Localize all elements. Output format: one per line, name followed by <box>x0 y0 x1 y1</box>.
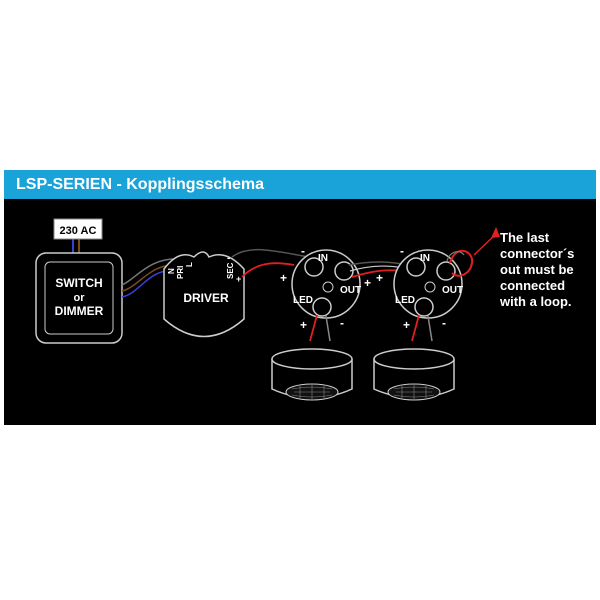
connector-1: IN OUT LED - + + + - <box>280 244 371 332</box>
connector-1-center <box>322 281 334 293</box>
driver-pin-n: N <box>167 268 176 274</box>
note-line-3: out must be <box>500 262 574 277</box>
connector-1-hole-out <box>334 261 354 281</box>
driver-pin-l: L <box>185 262 194 267</box>
wire-driver-conn1-black <box>231 248 310 258</box>
driver-pin-sec: SEC <box>226 262 235 279</box>
connector-1-hole-in <box>304 257 324 277</box>
driver-pin-plus: + <box>236 274 241 284</box>
supply-box <box>53 218 103 240</box>
switch-label-line3: DIMMER <box>55 304 104 318</box>
connector-2-in-plus: + <box>376 271 383 285</box>
wire-conn1-conn2-black <box>348 261 408 266</box>
switch-label-line1: SWITCH <box>55 276 102 290</box>
downlight-2-grid <box>393 384 435 400</box>
wiring-diagram: 230 AC SWITCH or DIMMER DRIVER N PRI L S… <box>35 218 574 401</box>
connector-1-in-label: IN <box>318 253 328 264</box>
driver-pin-minus: - <box>227 253 230 264</box>
downlight-2-top <box>373 348 455 370</box>
wire-conn2-led-red <box>411 314 420 342</box>
downlight-1 <box>271 348 353 401</box>
connector-1-in-minus: - <box>301 244 305 258</box>
note-line-2: connector´s <box>500 246 574 261</box>
connector-1-in-plus: + <box>280 271 287 285</box>
connector-2-led-minus: - <box>442 316 446 330</box>
connector-1-led-minus: - <box>340 316 344 330</box>
connector-2: IN OUT LED - + + - <box>376 244 463 332</box>
connector-1-led-label: LED <box>293 295 313 306</box>
downlight-1-top <box>271 348 353 370</box>
connector-1-out-label: OUT <box>340 285 361 296</box>
wire-switch-driver-grey <box>121 258 181 286</box>
wire-conn1-led-black <box>325 315 331 342</box>
downlight-2 <box>373 348 455 401</box>
switch-dimmer-inner <box>44 261 114 335</box>
supply-label: 230 AC <box>60 225 97 237</box>
wire-conn1-led-red <box>309 314 318 342</box>
connector-2-in-minus: - <box>400 244 404 258</box>
connector-2-hole-led <box>414 297 434 317</box>
switch-label-line2: or <box>74 292 86 304</box>
note-line-4: connected <box>500 278 565 293</box>
connector-1-out-plus: + <box>364 276 371 290</box>
driver-label: DRIVER <box>183 291 229 305</box>
wire-driver-conn1-red <box>241 262 295 278</box>
connector-2-center <box>424 281 436 293</box>
note-line-5: with a loop. <box>499 294 572 309</box>
note-arrow-head <box>491 227 500 238</box>
wire-conn2-led-black <box>427 315 433 342</box>
connector-2-in-label: IN <box>420 253 430 264</box>
connector-2-hole-out <box>436 261 456 281</box>
driver-body <box>163 251 245 338</box>
diagram-title: LSP-SERIEN - Kopplingsschema <box>4 170 596 199</box>
driver-pin-pri: PRI <box>176 266 185 279</box>
downlight-1-grid <box>291 384 333 400</box>
connector-2-led-label: LED <box>395 295 415 306</box>
connector-1-led-plus: + <box>300 318 307 332</box>
note-line-1: The last <box>500 230 550 245</box>
connector-2-out-loop-black <box>446 251 465 262</box>
connector-2-led-plus: + <box>403 318 410 332</box>
connector-2-out-loop <box>449 250 474 277</box>
connector-2-out-label: OUT <box>442 285 463 296</box>
connector-1-hole-led <box>312 297 332 317</box>
connector-2-hole-in <box>406 257 426 277</box>
